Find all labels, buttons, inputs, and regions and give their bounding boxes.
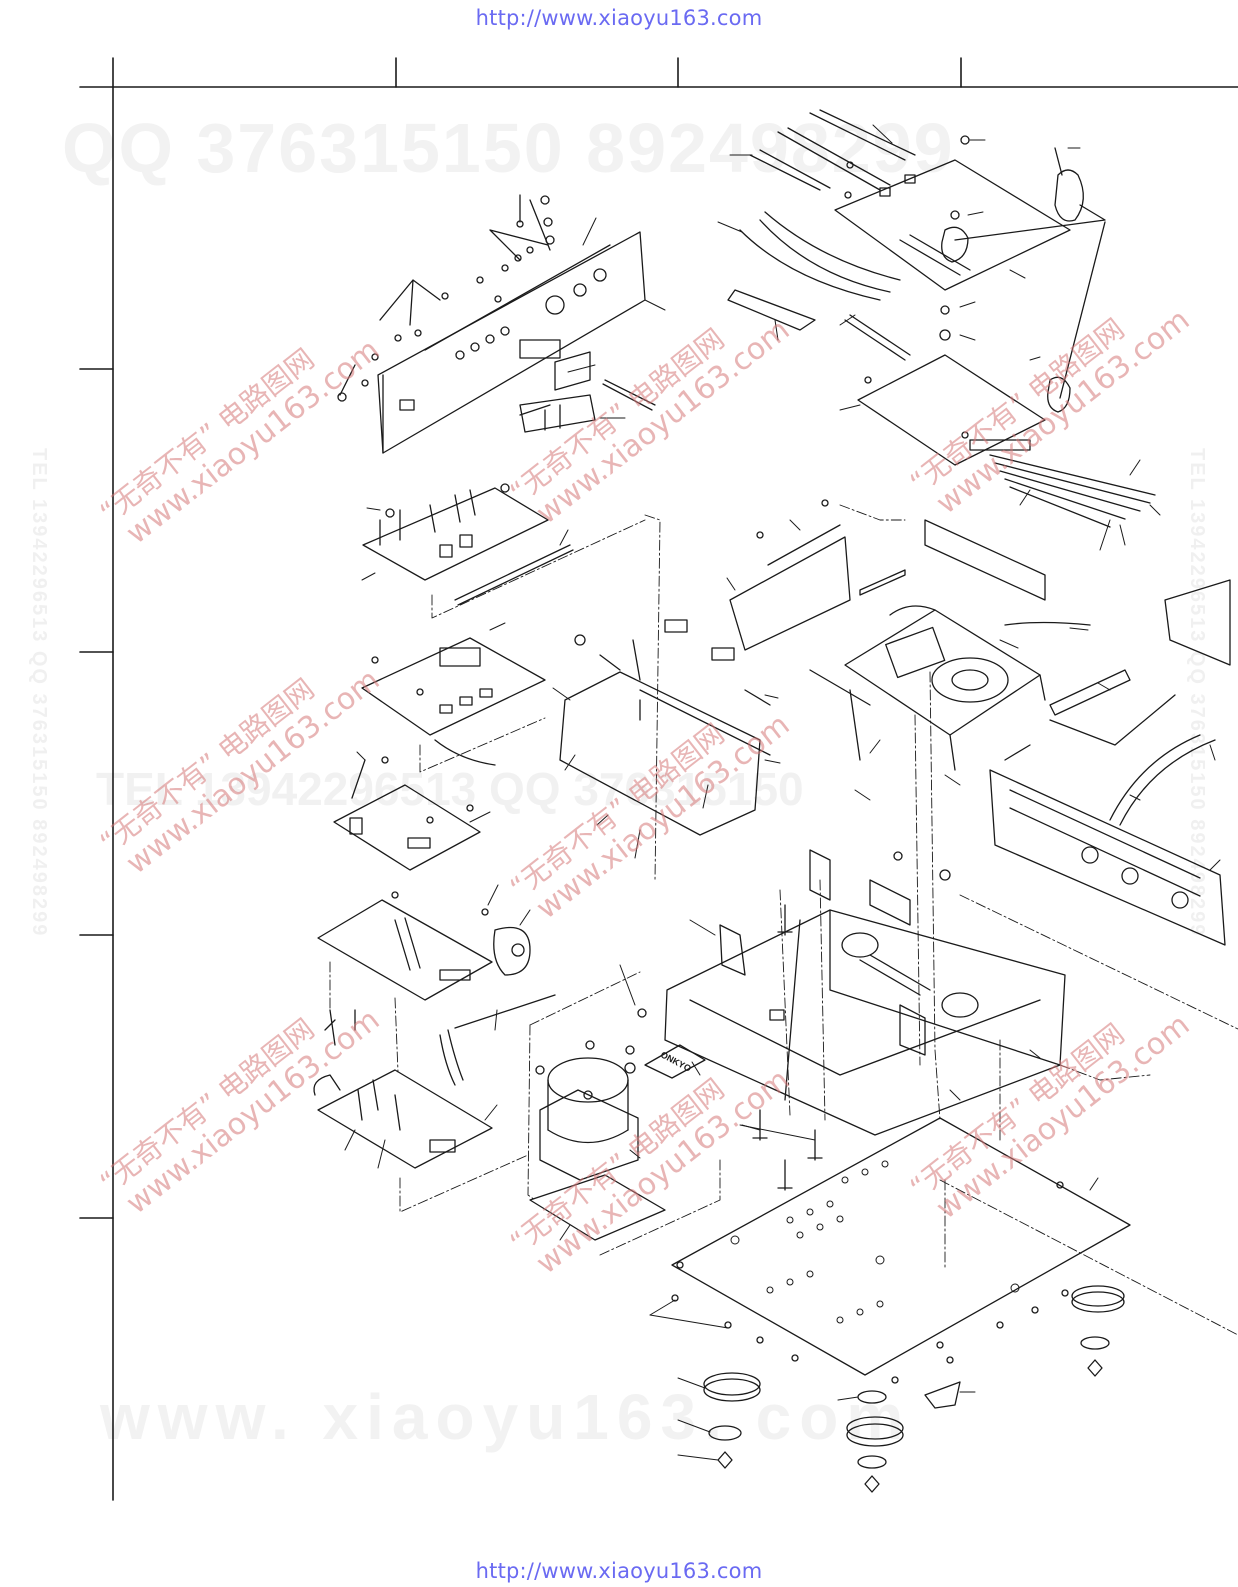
rear-panel-screws	[337, 194, 555, 402]
front-pcb-1	[362, 483, 574, 606]
main-pcb-upper	[834, 135, 1071, 291]
cable-harness-top	[727, 109, 916, 361]
logo-plate-text: ONKYO	[659, 1049, 693, 1073]
right-side-panel	[989, 579, 1231, 946]
sheet-frame	[79, 57, 1238, 1501]
tel-watermark: TEL 13942296513 QQ 376315150	[96, 763, 804, 815]
rear-panel-part	[377, 231, 656, 454]
front-pcb-3	[333, 756, 481, 871]
footer-url-link[interactable]: http://www.xiaoyu163.com	[475, 1559, 763, 1583]
front-pcb-2	[361, 637, 546, 766]
side-bracket-upper	[729, 499, 851, 651]
main-pcb-middle	[857, 305, 1156, 528]
site-watermark: www. xiaoyu163. com	[100, 1381, 912, 1453]
alignment-lines	[329, 504, 1238, 1336]
disc-drive-mechanism	[809, 519, 1131, 771]
header-url-link[interactable]: http://www.xiaoyu163.com	[475, 6, 763, 30]
standoffs	[637, 851, 951, 1191]
feet-and-washers	[671, 1285, 1125, 1493]
logo-plate	[644, 1044, 706, 1079]
leader-lines	[344, 124, 1221, 1461]
ferrite-cores-upper	[941, 147, 1106, 413]
center-bracket	[559, 619, 771, 836]
main-chassis	[664, 849, 1066, 1136]
power-transformer	[529, 1040, 666, 1241]
bottom-plate	[671, 1117, 1131, 1376]
front-pcb-4	[317, 891, 531, 1001]
